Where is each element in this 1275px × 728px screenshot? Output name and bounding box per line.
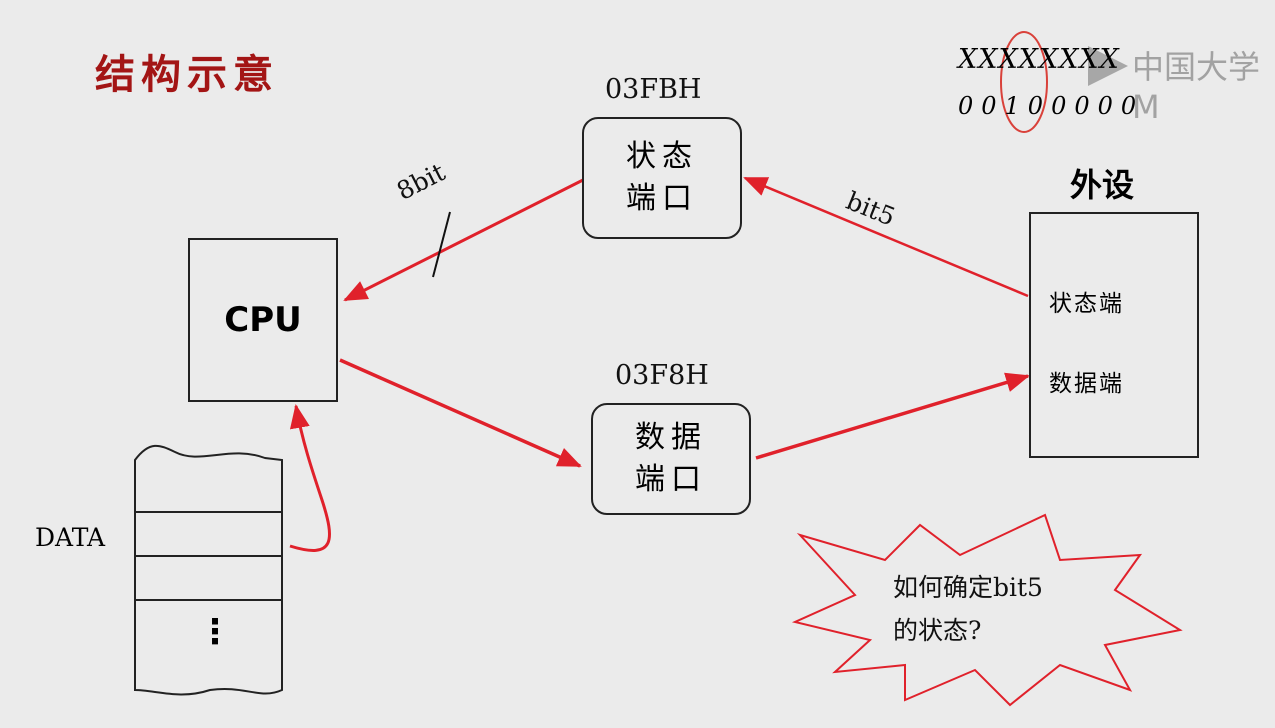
data-port-label-line1: 数据 xyxy=(635,420,707,455)
data-port-to-peripheral-arrow xyxy=(755,372,1030,460)
page-title: 结构示意 xyxy=(95,51,279,98)
status-port-to-cpu-arrow xyxy=(343,178,584,302)
watermark-logo-icon xyxy=(1088,46,1128,86)
status-port-box: 状态 端口 xyxy=(582,117,742,239)
status-port-label-line2: 端口 xyxy=(626,181,698,216)
watermark-text: 中国大学M xyxy=(1132,48,1261,126)
status-port-label-line1: 状态 xyxy=(626,139,698,174)
data-port-box: 数据 端口 xyxy=(591,403,751,515)
memory-stack-outline xyxy=(134,444,283,696)
cpu-label: CPU xyxy=(224,300,302,340)
bit-pattern-value-row: 00100000 xyxy=(958,92,1145,120)
cpu-to-data-port-arrow xyxy=(339,358,582,468)
peripheral-box: 状态端 数据端 xyxy=(1029,212,1199,458)
bus-width-tick xyxy=(432,211,451,278)
bit5-highlight-ellipse xyxy=(1000,31,1048,133)
peripheral-to-status-port-arrow xyxy=(743,176,1029,298)
question-line1: 如何确定bit5 xyxy=(893,573,1043,602)
memory-label: DATA xyxy=(35,523,106,552)
data-port-address: 03F8H xyxy=(615,360,709,391)
question-line2: 的状态? xyxy=(893,616,982,645)
peripheral-data-pin: 数据端 xyxy=(1049,371,1124,397)
data-port-label-line2: 端口 xyxy=(635,462,707,497)
cpu-box: CPU xyxy=(188,238,338,402)
question-text: 如何确定bit5 的状态? xyxy=(893,566,1043,652)
bit-pattern-x-row: XXXXXXXX xyxy=(958,44,1120,75)
peripheral-status-pin: 状态端 xyxy=(1049,291,1124,317)
peripheral-heading: 外设 xyxy=(1070,166,1135,204)
memory-to-cpu-arrow xyxy=(289,404,331,552)
memory-ellipsis: ⋮ xyxy=(198,612,232,652)
question-starburst xyxy=(791,513,1183,707)
status-port-address: 03FBH xyxy=(605,74,702,105)
